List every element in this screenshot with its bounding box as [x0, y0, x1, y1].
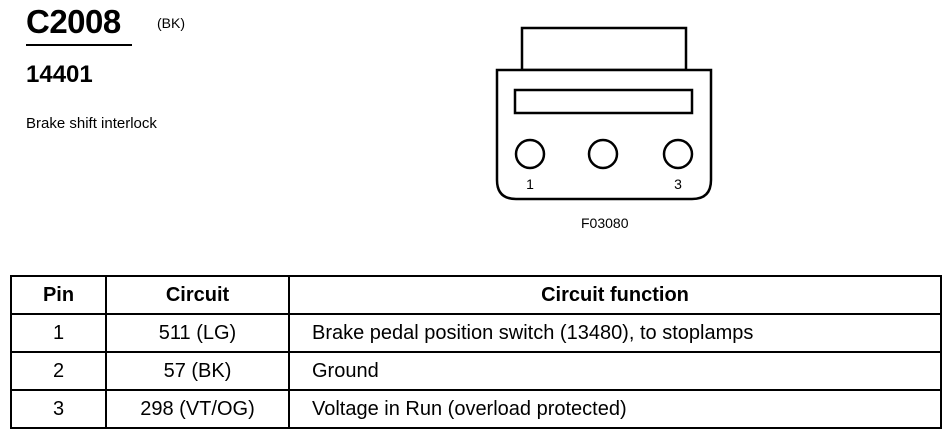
circuit-cell: 57 (BK) [105, 351, 290, 391]
header-pin: Pin [10, 275, 107, 315]
table-header-row: Pin Circuit Circuit function [10, 275, 942, 315]
connector-id-underline [26, 44, 132, 46]
table-row: 1 511 (LG) Brake pedal position switch (… [10, 313, 942, 353]
header-circuit-function: Circuit function [288, 275, 942, 315]
figure-code: F03080 [581, 215, 629, 231]
connector-id: C2008 [26, 3, 121, 40]
pin-cell: 1 [10, 313, 107, 353]
pin-cavity-2 [587, 138, 619, 170]
circuit-function-cell: Brake pedal position switch (13480), to … [288, 313, 942, 353]
part-number: 14401 [26, 61, 93, 88]
connector-diagram: 1 3 [495, 26, 713, 201]
connector-slot [513, 88, 694, 115]
pinout-table: Pin Circuit Circuit function 1 511 (LG) … [10, 275, 942, 429]
pin-cell: 3 [10, 389, 107, 429]
pin-label-3: 3 [674, 176, 682, 192]
circuit-function-cell: Voltage in Run (overload protected) [288, 389, 942, 429]
pin-cavity-1 [514, 138, 546, 170]
circuit-cell: 511 (LG) [105, 313, 290, 353]
pin-label-1: 1 [526, 176, 534, 192]
header-circuit: Circuit [105, 275, 290, 315]
circuit-cell: 298 (VT/OG) [105, 389, 290, 429]
connector-description: Brake shift interlock [26, 115, 157, 132]
pin-cell: 2 [10, 351, 107, 391]
connector-latch [520, 26, 688, 72]
pin-cavity-3 [662, 138, 694, 170]
connector-color-code: (BK) [157, 15, 185, 31]
table-row: 2 57 (BK) Ground [10, 351, 942, 391]
circuit-function-cell: Ground [288, 351, 942, 391]
table-row: 3 298 (VT/OG) Voltage in Run (overload p… [10, 389, 942, 429]
